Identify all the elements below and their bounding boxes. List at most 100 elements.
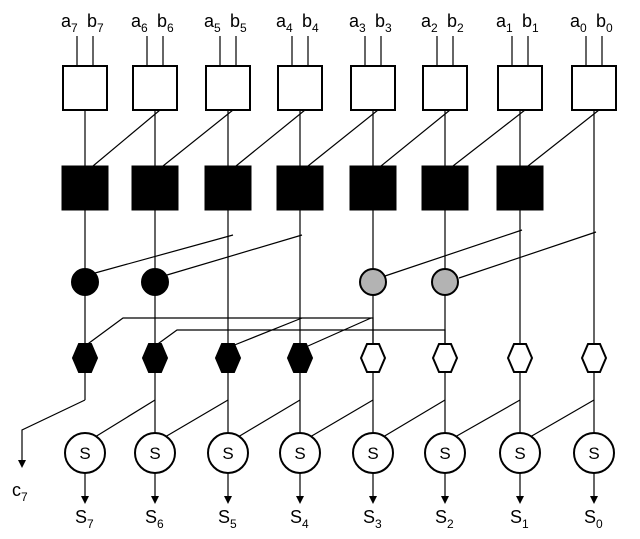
input-label-a: a5 (204, 11, 221, 35)
pg-cell-square (422, 65, 468, 111)
input-label-b-sub: 3 (385, 21, 392, 35)
gray-cell-level2 (359, 268, 387, 296)
input-label-a-sub: 5 (214, 21, 221, 35)
input-label-a-main: a (570, 11, 581, 31)
sum-cell (424, 432, 466, 474)
input-label-a-sub: 3 (359, 21, 366, 35)
sum-output-label-sub: 0 (596, 517, 603, 531)
sum-cell (352, 432, 394, 474)
white-cell-level3 (359, 343, 387, 373)
sum-output-label-main: S (75, 507, 87, 527)
sum-output-label: S7 (75, 507, 94, 531)
white-cell-level3 (506, 343, 534, 373)
black-cell-level1 (349, 165, 397, 211)
sum-output-label-sub: 5 (230, 517, 237, 531)
carry-out-label-sub: 7 (21, 490, 28, 504)
black-cell-level1 (276, 165, 324, 211)
input-label-b: b0 (596, 11, 613, 35)
carry-diagonal-level1 (527, 109, 600, 167)
black-cell-level1 (496, 165, 544, 211)
carry-bus-level3 (154, 329, 446, 347)
carry-diagonal-level1 (380, 109, 451, 167)
carry-diagonal-level1 (452, 109, 526, 167)
carry-diagonal-level1 (235, 109, 306, 167)
carry-out-arrowhead (18, 460, 26, 468)
carry-out-label-main: c (12, 480, 21, 500)
sum-output-label-sub: 2 (447, 517, 454, 531)
pg-cell-square (277, 65, 323, 111)
input-label-b-main: b (157, 11, 167, 31)
sum-cell-label: S (439, 444, 450, 463)
input-label-b-main: b (596, 11, 606, 31)
input-label-b-sub: 5 (240, 21, 247, 35)
carry-out-label: c7 (12, 480, 28, 504)
sum-output-label-sub: 7 (87, 517, 94, 531)
carry-diagonal-level2 (166, 234, 303, 276)
sum-output-label-main: S (363, 507, 375, 527)
output-arrowhead (441, 496, 449, 504)
input-label-a: a7 (61, 11, 78, 35)
sum-cell-label: S (294, 444, 305, 463)
sum-cell-label: S (514, 444, 525, 463)
white-cell-level3 (580, 343, 608, 373)
output-arrowhead (516, 496, 524, 504)
pg-cell-square (350, 65, 396, 111)
sum-output-label-main: S (290, 507, 302, 527)
output-arrowhead (590, 496, 598, 504)
black-cell-level2 (141, 268, 169, 296)
output-arrowhead (224, 496, 232, 504)
sum-cell (134, 432, 176, 474)
carry-out-wire (21, 399, 86, 462)
sum-output-label: S6 (145, 507, 164, 531)
input-label-a-main: a (61, 11, 72, 31)
pg-cell-square (132, 65, 178, 111)
sum-output-label-main: S (145, 507, 157, 527)
sum-diagonal (309, 399, 374, 438)
input-label-a: a2 (421, 11, 438, 35)
input-label-b-sub: 1 (532, 21, 539, 35)
input-label-a-main: a (204, 11, 215, 31)
white-cell-level3 (431, 343, 459, 373)
black-cell-level2 (71, 268, 99, 296)
input-label-b-main: b (230, 11, 240, 31)
input-label-b-sub: 0 (606, 21, 613, 35)
carry-bus-level3 (84, 317, 374, 347)
carry-diagonal-level1 (162, 109, 234, 167)
input-label-b: b3 (375, 11, 392, 35)
black-cell-level3 (141, 343, 169, 373)
sum-cell-label: S (588, 444, 599, 463)
input-label-b: b1 (522, 11, 539, 35)
input-label-b-main: b (447, 11, 457, 31)
sum-output-label-main: S (584, 507, 596, 527)
sum-output-label-main: S (510, 507, 522, 527)
gray-cell-level2 (431, 268, 459, 296)
black-cell-level1 (131, 165, 179, 211)
input-label-b-main: b (87, 11, 97, 31)
input-label-a: a3 (349, 11, 366, 35)
carry-diagonal-level3 (231, 317, 303, 347)
black-cell-level3 (71, 343, 99, 373)
input-label-a-sub: 7 (71, 21, 78, 35)
carry-diagonal-level1 (307, 109, 379, 167)
input-label-a-main: a (349, 11, 360, 31)
input-label-b: b2 (447, 11, 464, 35)
output-arrowhead (369, 496, 377, 504)
carry-diagonal-level2 (458, 231, 597, 279)
input-label-b-sub: 6 (167, 21, 174, 35)
sum-diagonal (529, 399, 595, 438)
sum-output-label: S2 (435, 507, 454, 531)
input-label-b: b5 (230, 11, 247, 35)
pg-cell-square (497, 65, 543, 111)
sum-diagonal (237, 399, 301, 438)
input-label-a-sub: 6 (141, 21, 148, 35)
sum-output-label-sub: 3 (375, 517, 382, 531)
input-label-a-main: a (496, 11, 507, 31)
input-label-b: b4 (302, 11, 319, 35)
sum-output-label: S0 (584, 507, 603, 531)
carry-diagonal-level2 (94, 234, 234, 274)
sum-diagonal (164, 399, 229, 438)
sum-output-label: S4 (290, 507, 309, 531)
black-cell-level3 (214, 343, 242, 373)
